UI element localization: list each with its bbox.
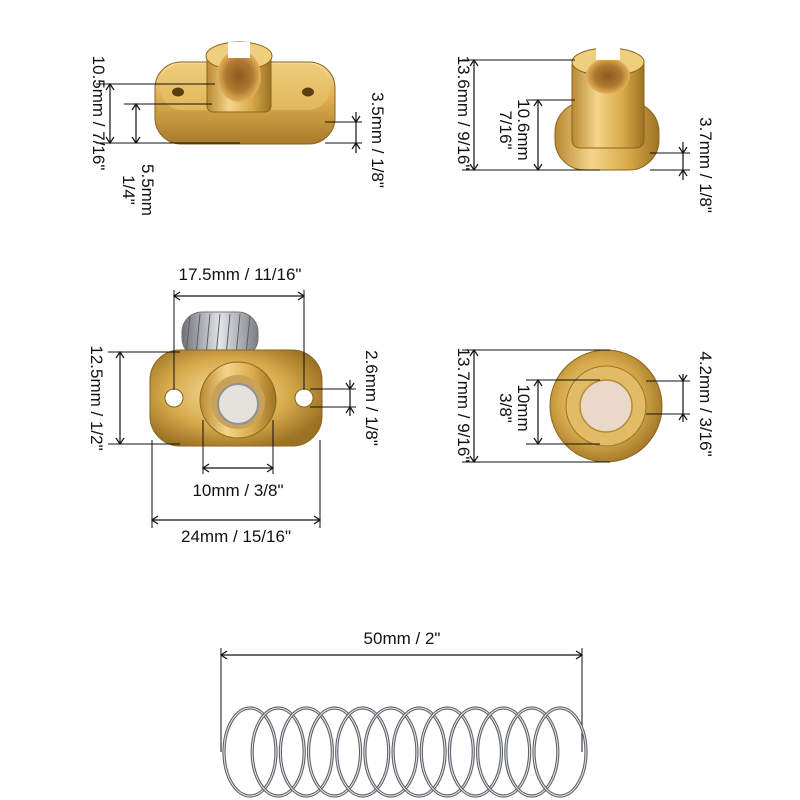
spring-coil-highlight [251, 707, 305, 797]
label-flange-nut-base-height-in: 1/4" [119, 175, 138, 205]
round-nut-top-dimensions: 13.7mm / 9/16" 10mm 3/8" 4.2mm / 3/16" [454, 348, 715, 464]
round-nut-bore [586, 58, 630, 94]
spring-dimensions: 50mm / 2" [219, 629, 584, 752]
spring-coil-highlight [392, 707, 446, 797]
round-nut-side-dimensions: 13.6mm / 9/16" 10.6mm 7/16" 3.7mm / 1/8" [454, 56, 715, 213]
flange-nut-side-dimensions: 10.5mm / 7/16" 5.5mm 1/4" 3.5mm / 1/8" [89, 56, 387, 216]
flange-nut-top-view [149, 311, 323, 447]
label-round-nut-wall: 4.2mm / 3/16" [696, 351, 715, 456]
spring-coil-highlight [223, 707, 277, 797]
spring-coil-highlight [364, 707, 418, 797]
label-flange-nut-bore: 10mm / 3/8" [192, 481, 283, 500]
label-round-nut-flange-thickness: 3.7mm / 1/8" [696, 117, 715, 213]
label-flange-nut-height: 10.5mm / 7/16" [89, 56, 108, 171]
spring-coil-highlight [308, 707, 362, 797]
spring-coil-highlight [477, 707, 531, 797]
label-spring-length: 50mm / 2" [364, 629, 441, 648]
spring-coil-highlight [448, 707, 502, 797]
label-round-nut-outer-diameter: 13.7mm / 9/16" [454, 348, 473, 463]
spring [222, 706, 588, 798]
mounting-hole-right-top [294, 388, 314, 408]
label-flange-nut-flange-thickness: 3.5mm / 1/8" [368, 92, 387, 188]
label-flange-nut-width: 12.5mm / 1/2" [87, 345, 106, 450]
label-flange-nut-base-height: 5.5mm [138, 164, 157, 216]
round-nut-bore-top [579, 379, 633, 433]
label-round-nut-body-height: 10.6mm [514, 99, 533, 160]
flange-nut-side-view [154, 41, 336, 145]
spring-coil-highlight [533, 707, 587, 797]
nut-bore-thread [217, 383, 259, 425]
nut-slot [228, 42, 250, 58]
label-round-nut-bore: 10mm [514, 384, 533, 431]
label-round-nut-bore-in: 3/8" [496, 393, 515, 423]
label-flange-nut-hole-spacing: 17.5mm / 11/16" [179, 265, 302, 284]
label-round-nut-height: 13.6mm / 9/16" [454, 56, 473, 171]
round-nut-top-view [549, 349, 663, 463]
flange-nut-top-dimensions: 17.5mm / 11/16" 12.5mm / 1/2" 2.6mm / 1/… [87, 265, 381, 546]
mounting-hole-left-top [164, 388, 184, 408]
round-nut-slot [596, 44, 620, 60]
nut-bore [217, 50, 261, 102]
mounting-hole-right [302, 87, 314, 97]
spring-coil-highlight [420, 707, 474, 797]
spring-coil-highlight [336, 707, 390, 797]
label-flange-nut-hole-diameter: 2.6mm / 1/8" [362, 350, 381, 446]
label-round-nut-body-height-in: 7/16" [496, 110, 515, 149]
mounting-hole-left [172, 87, 184, 97]
label-flange-nut-length: 24mm / 15/16" [181, 527, 291, 546]
round-nut-side-view [554, 44, 660, 171]
spring-coil-highlight [505, 707, 559, 797]
spring-coil-lines [185, 313, 251, 357]
spring-coil-highlight [279, 707, 333, 797]
